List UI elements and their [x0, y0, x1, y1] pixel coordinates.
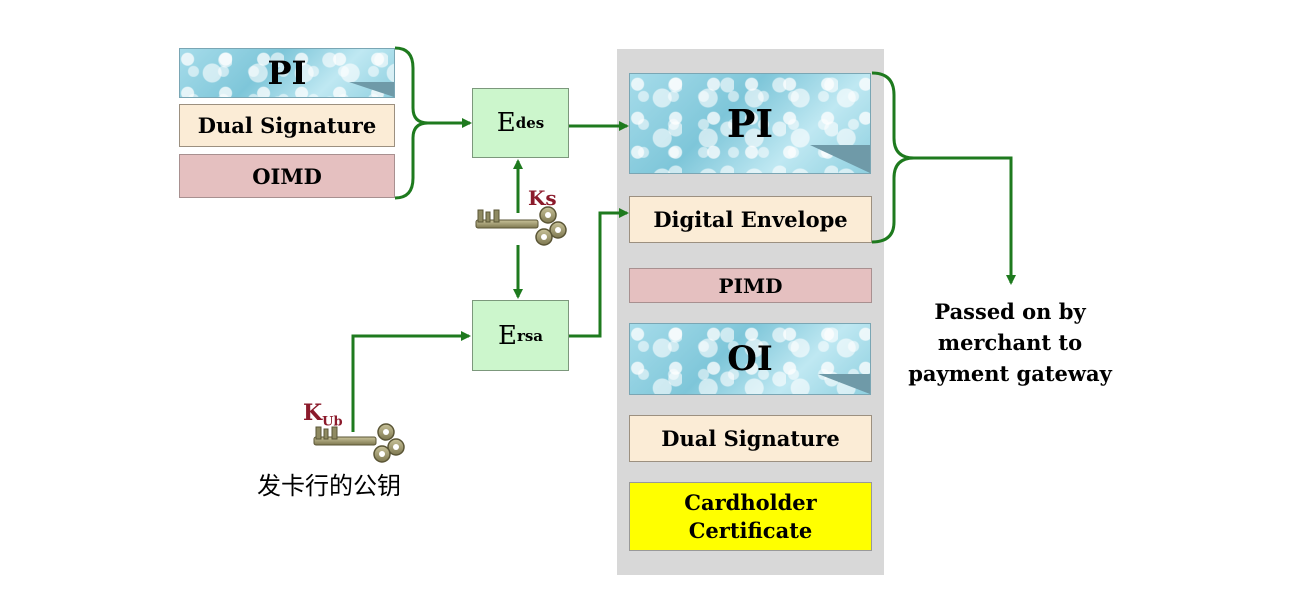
ersa-base: E [497, 320, 517, 351]
public-key-label: KUb [303, 400, 343, 429]
pimd-box: PIMD [629, 268, 872, 303]
left-pi-box: PI [179, 48, 395, 98]
ersa-sub: rsa [516, 326, 544, 345]
output-label-line-2: merchant to [937, 329, 1083, 355]
left-dual-signature-box: Dual Signature [179, 104, 395, 147]
arrow-public-key-to-ersa [351, 331, 471, 432]
digital-envelope-box: Digital Envelope [629, 196, 872, 243]
edes-sub: des [515, 114, 545, 132]
arrow-brace-to-output [914, 156, 1016, 285]
public-key-caption: 发卡行的公钥 [257, 472, 401, 500]
arrow-ersa-to-envelope [569, 208, 629, 338]
public-key-base: K [303, 400, 323, 426]
right-dual-signature-box: Dual Signature [629, 415, 872, 462]
session-key-icon [475, 206, 567, 246]
oi-label: OI [727, 339, 773, 379]
edes-base: E [496, 108, 516, 138]
right-brace [871, 71, 915, 244]
left-brace [394, 46, 429, 200]
right-pi-label: PI [726, 101, 774, 146]
output-label: Passed on by merchant to payment gateway [905, 294, 1115, 390]
left-oimd-box: OIMD [179, 154, 395, 198]
public-key-sub: Ub [322, 414, 343, 430]
session-key-label: Ks [528, 186, 557, 210]
left-pi-label: PI [267, 54, 307, 92]
output-label-line-3: payment gateway [908, 360, 1112, 386]
oi-box: OI [629, 323, 871, 395]
public-key-icon [313, 423, 405, 463]
output-label-line-1: Passed on by [934, 298, 1086, 324]
cardholder-certificate-box: Cardholder Certificate [629, 482, 872, 551]
right-pi-box: PI [629, 73, 871, 174]
